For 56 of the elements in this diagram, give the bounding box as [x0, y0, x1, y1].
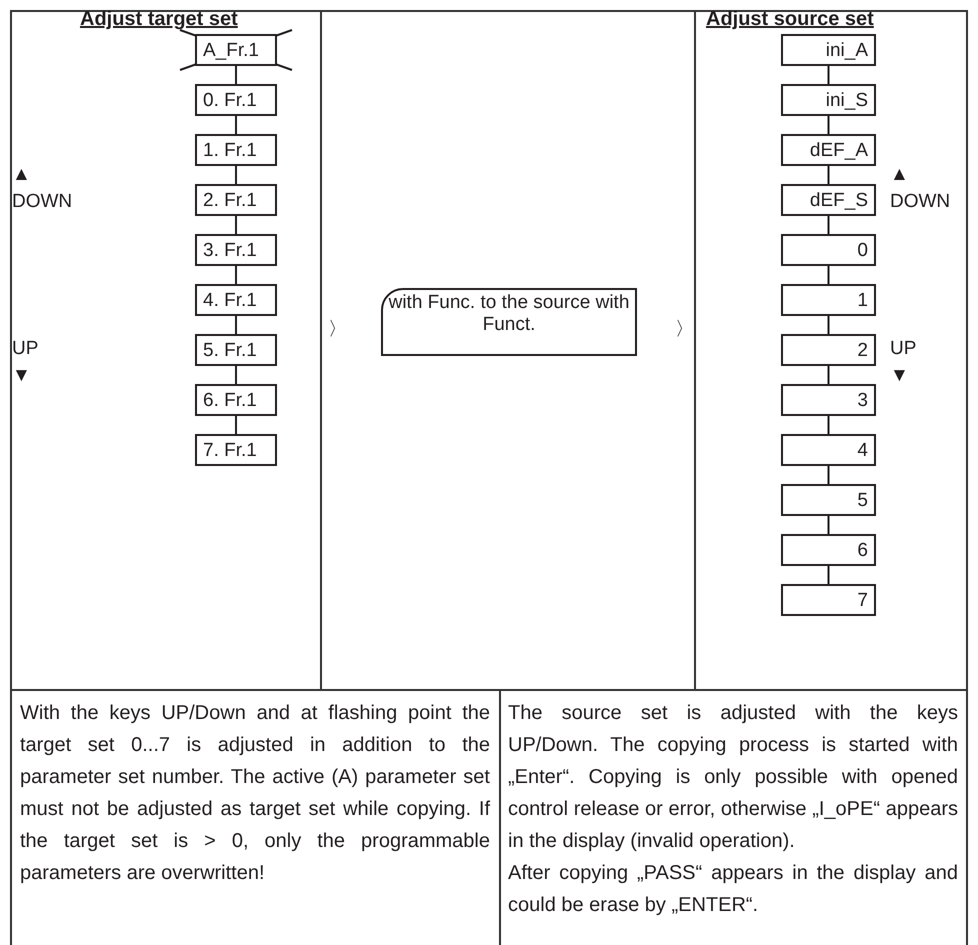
connector-line: [828, 466, 830, 484]
display-box: 2: [781, 334, 876, 366]
display-box: 5. Fr.1: [195, 334, 277, 366]
chevron-icon: 〉: [675, 318, 694, 342]
down-triangle-icon: ▼: [12, 364, 31, 388]
display-box: ini_A: [781, 34, 876, 66]
note-box: with Func. to the source with Funct.: [381, 288, 637, 356]
key-label: DOWN: [12, 190, 72, 214]
display-box: 3: [781, 384, 876, 416]
display-box: dEF_A: [781, 134, 876, 166]
connector-line: [235, 116, 237, 134]
connector-line: [235, 166, 237, 184]
display-box: 6: [781, 534, 876, 566]
connector-line: [828, 216, 830, 234]
display-box: 0. Fr.1: [195, 84, 277, 116]
connector-line: [828, 116, 830, 134]
column-heading: Adjust source set: [706, 8, 874, 30]
down-triangle-icon: ▼: [890, 364, 909, 388]
chevron-icon: 〉: [328, 318, 347, 342]
connector-line: [235, 366, 237, 384]
connector-line: [235, 316, 237, 334]
connector-line: [828, 566, 830, 584]
up-triangle-icon: ▲: [12, 163, 31, 187]
display-box: 6. Fr.1: [195, 384, 277, 416]
display-box: 3. Fr.1: [195, 234, 277, 266]
display-box: 1: [781, 284, 876, 316]
display-box: 2. Fr.1: [195, 184, 277, 216]
display-box: ini_S: [781, 84, 876, 116]
connector-line: [235, 66, 237, 84]
description-text: The source set is adjusted with the keys UP/Down. The copying process is started with „Enter“. Copying is only possible with opened control release or error, otherwise „I_oPE“ appears in the display (invalid operation).: [508, 701, 958, 854]
connector-line: [828, 66, 830, 84]
description-text: With the keys UP/Down and at flashing point the target set 0...7 is adjusted in addition to the parameter set number. The active (A) parameter set must not be adjusted as target set while copying. If the target set is > 0, only the programmable parameters are overwritten!: [20, 701, 490, 886]
display-box: 0: [781, 234, 876, 266]
key-label: UP: [12, 337, 38, 361]
connector-line: [235, 416, 237, 434]
connector-line: [828, 366, 830, 384]
connector-line: [828, 316, 830, 334]
connector-line: [828, 516, 830, 534]
column-heading: Adjust target set: [80, 8, 238, 30]
connector-line: [828, 416, 830, 434]
display-box: 4: [781, 434, 876, 466]
display-box: 4. Fr.1: [195, 284, 277, 316]
display-box: dEF_S: [781, 184, 876, 216]
display-box: 5: [781, 484, 876, 516]
display-box: A_Fr.1: [195, 34, 277, 66]
display-box: 1. Fr.1: [195, 134, 277, 166]
key-label: DOWN: [890, 190, 950, 214]
up-triangle-icon: ▲: [890, 163, 909, 187]
connector-line: [828, 166, 830, 184]
key-label: UP: [890, 337, 916, 361]
connector-line: [828, 266, 830, 284]
display-box: 7: [781, 584, 876, 616]
connector-line: [235, 266, 237, 284]
description-text: After copying „PASS“ appears in the display and could be erase by „ENTER“.: [508, 861, 958, 918]
connector-line: [235, 216, 237, 234]
display-box: 7. Fr.1: [195, 434, 277, 466]
